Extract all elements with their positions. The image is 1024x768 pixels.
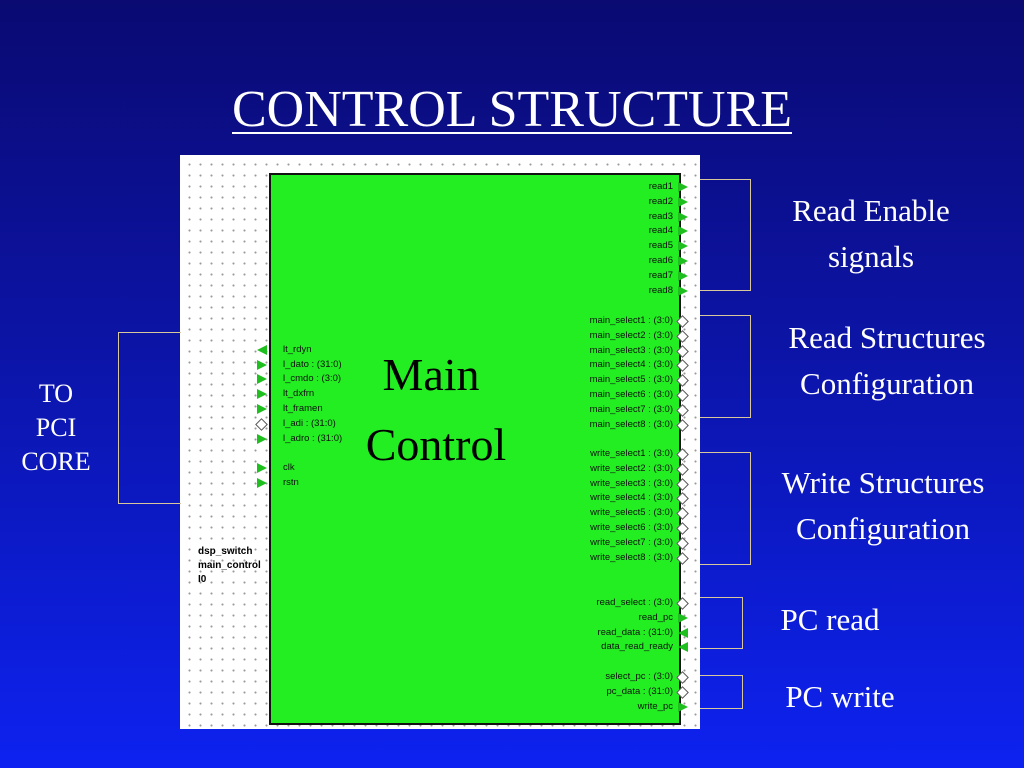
pin-label-write-select5: write_select5 : (3:0) xyxy=(590,507,673,519)
annotation-pc-write: PC write xyxy=(785,679,895,714)
annotation-write-structures-line2: Configuration xyxy=(796,511,970,546)
annotation-read-enable: Read Enable signals xyxy=(750,188,992,280)
pin-label-pc-read-1: read_pc xyxy=(638,611,673,623)
pin-label-left-1: l_dato : (31:0) xyxy=(283,359,342,370)
annotation-pc-read: PC read xyxy=(780,602,880,637)
pin-marker-left-2 xyxy=(257,374,267,384)
annotation-read-enable-line1: Read Enable xyxy=(792,193,950,228)
pin-label-read4: read4 xyxy=(648,225,673,237)
bracket-to-pci xyxy=(118,332,181,504)
pin-label-read2: read2 xyxy=(648,195,673,207)
pin-label-write-select3: write_select3 : (3:0) xyxy=(590,477,673,489)
pin-marker-read6 xyxy=(678,256,688,266)
pin-label-left-4: lt_framen xyxy=(283,403,323,414)
bracket-pc-write xyxy=(700,675,743,709)
pin-marker-read8 xyxy=(678,285,688,296)
annotation-write-structures-line1: Write Structures xyxy=(781,465,985,500)
pin-marker-left-5 xyxy=(255,418,268,431)
pin-label-left-5: l_adi : (31:0) xyxy=(283,418,336,429)
instance-name-id: I0 xyxy=(198,574,207,585)
annotation-to-pci-line1: TO xyxy=(38,379,74,408)
annotation-to-pci-core: TO PCI CORE xyxy=(6,377,106,479)
pin-label-main-select4: main_select4 : (3:0) xyxy=(589,359,673,371)
pin-label-left-6: l_adro : (31:0) xyxy=(283,433,343,444)
pin-marker-read1 xyxy=(678,182,688,192)
pin-marker-pc-write-2 xyxy=(678,701,688,712)
annotation-to-pci-line2: PCI xyxy=(35,413,77,442)
instance-name-lib: dsp_switch xyxy=(198,546,253,557)
pin-label-read7: read7 xyxy=(648,269,673,281)
pin-marker-pc-read-3 xyxy=(678,642,688,653)
bracket-pc-read xyxy=(700,597,743,649)
pin-label-read1: read1 xyxy=(648,181,673,192)
pin-label-left-0: lt_rdyn xyxy=(283,344,312,355)
pin-marker-left-4 xyxy=(257,404,267,414)
pin-label-write-select6: write_select6 : (3:0) xyxy=(590,522,673,533)
pin-label-main-select8: main_select8 : (3:0) xyxy=(589,418,673,430)
bracket-write-structures xyxy=(700,452,751,565)
pin-label-read5: read5 xyxy=(648,240,673,252)
annotation-read-structures: Read Structures Configuration xyxy=(750,315,1024,407)
pin-label-main-select7: main_select7 : (3:0) xyxy=(589,403,673,415)
annotation-to-pci-line3: CORE xyxy=(21,447,91,476)
pin-marker-left-7 xyxy=(257,463,267,473)
pin-label-pc-read-3: data_read_ready xyxy=(601,641,673,653)
pin-marker-read2 xyxy=(678,196,688,207)
pin-label-main-select2: main_select2 : (3:0) xyxy=(589,329,673,341)
pin-marker-pc-read-1 xyxy=(678,612,688,623)
block-label-main: Main xyxy=(382,349,480,400)
pin-marker-pc-read-2 xyxy=(678,627,688,638)
pin-label-read6: read6 xyxy=(648,255,673,266)
pin-label-pc-write-2: write_pc xyxy=(637,700,673,712)
pin-marker-left-0 xyxy=(257,345,267,355)
annotation-read-enable-line2: signals xyxy=(827,239,915,274)
pin-label-main-select3: main_select3 : (3:0) xyxy=(589,344,673,356)
pin-label-write-select8: write_select8 : (3:0) xyxy=(590,551,673,563)
pin-marker-read7 xyxy=(678,270,688,281)
instance-name-cell: main_control xyxy=(198,560,261,571)
pin-label-pc-write-1: pc_data : (31:0) xyxy=(606,685,673,697)
pin-label-main-select5: main_select5 : (3:0) xyxy=(589,374,673,386)
pin-label-left-3: lt_dxfrn xyxy=(283,388,315,399)
pin-label-read8: read8 xyxy=(648,284,673,296)
pin-marker-left-6 xyxy=(257,434,267,444)
pin-marker-read3 xyxy=(678,211,688,222)
slide-title: CONTROL STRUCTURE xyxy=(232,81,792,138)
pin-label-write-select4: write_select4 : (3:0) xyxy=(590,492,673,504)
pin-label-left-7: clk xyxy=(283,462,295,473)
pin-marker-left-8 xyxy=(257,478,267,488)
annotation-read-structures-line1: Read Structures xyxy=(788,320,986,355)
pin-label-write-select2: write_select2 : (3:0) xyxy=(590,462,673,474)
pin-marker-read5 xyxy=(678,241,688,252)
block-label-control: Control xyxy=(365,419,507,470)
main-control-block xyxy=(269,173,681,725)
pin-marker-read4 xyxy=(678,226,688,237)
annotation-write-structures: Write Structures Configuration xyxy=(746,460,1020,552)
pin-label-read3: read3 xyxy=(648,210,673,222)
pin-marker-left-3 xyxy=(257,389,267,399)
pin-label-pc-write-0: select_pc : (3:0) xyxy=(605,671,673,682)
pin-label-main-select6: main_select6 : (3:0) xyxy=(589,389,673,400)
bracket-read-structures xyxy=(700,315,751,418)
pin-label-pc-read-0: read_select : (3:0) xyxy=(596,597,673,608)
annotation-read-structures-line2: Configuration xyxy=(800,366,974,401)
pin-label-left-2: l_cmdo : (3:0) xyxy=(283,373,342,384)
pin-label-left-8: rstn xyxy=(283,477,299,488)
bracket-read-enable xyxy=(700,179,751,291)
pin-marker-left-1 xyxy=(257,360,267,370)
pin-label-write-select7: write_select7 : (3:0) xyxy=(590,536,673,548)
pin-label-main-select1: main_select1 : (3:0) xyxy=(589,315,673,326)
pin-label-write-select1: write_select1 : (3:0) xyxy=(590,448,673,459)
pin-label-pc-read-2: read_data : (31:0) xyxy=(597,626,673,638)
schematic-canvas: Main Control dsp_switch main_control I0 … xyxy=(180,155,700,729)
